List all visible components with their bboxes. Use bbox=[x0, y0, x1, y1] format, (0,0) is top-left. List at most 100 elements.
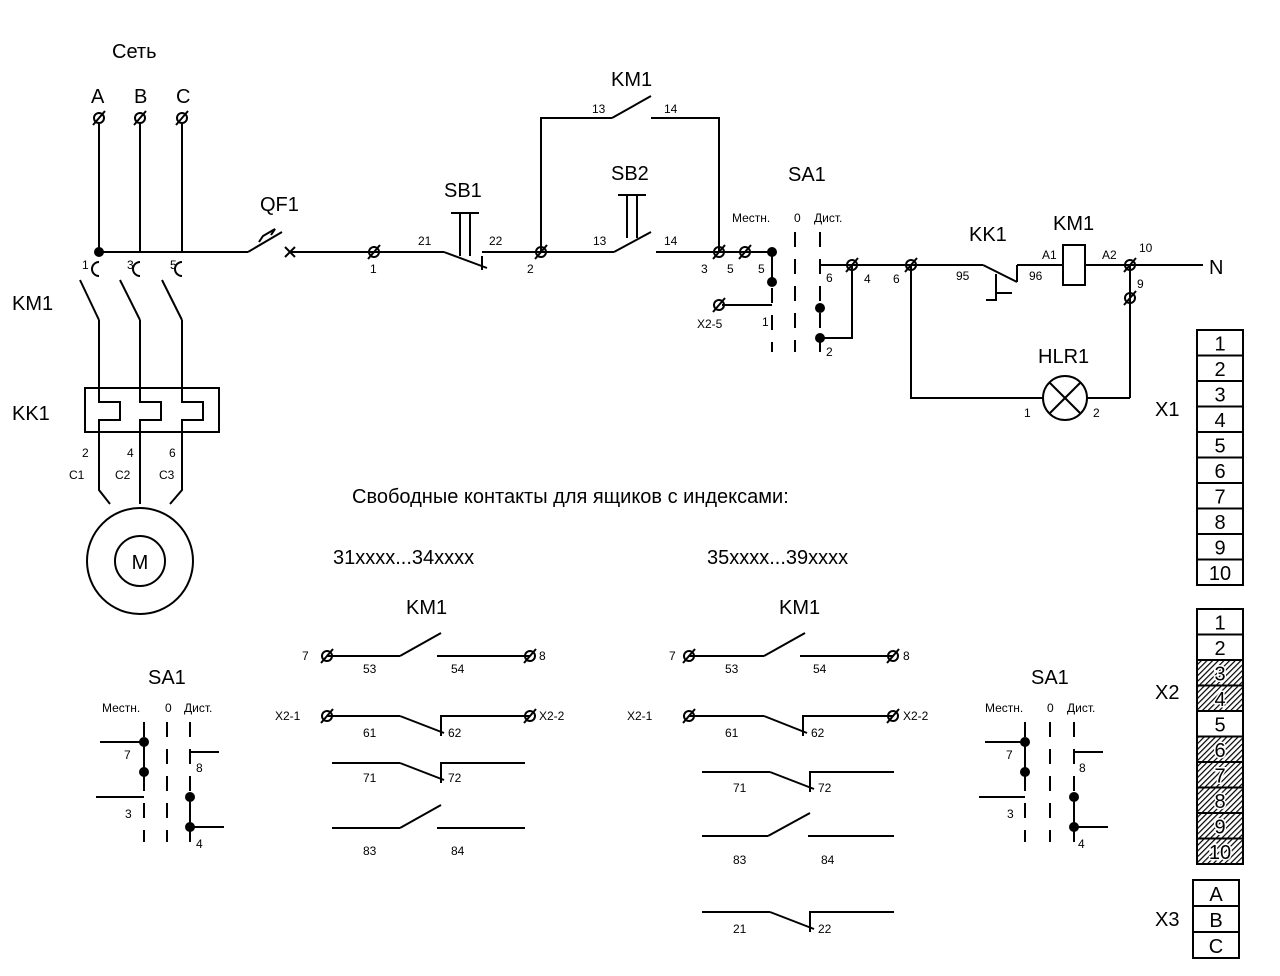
lamp-terminal: 2 bbox=[1093, 406, 1100, 420]
terminal-9 bbox=[1123, 290, 1137, 306]
terminal-cell bbox=[1196, 354, 1244, 382]
group-left-title: KM1 bbox=[406, 597, 447, 619]
motor-lead-wire bbox=[169, 432, 183, 505]
terminal-cell bbox=[1196, 482, 1244, 510]
phase-b-terminal bbox=[133, 110, 147, 126]
contact-number: 7 bbox=[1006, 748, 1013, 762]
sb2-label: SB2 bbox=[611, 163, 649, 185]
terminal-x2-2 bbox=[523, 708, 537, 724]
lamp-terminal: 1 bbox=[1024, 406, 1031, 420]
group-left-range: 31xxxx...34xxxx bbox=[333, 547, 474, 569]
lamp-wire bbox=[910, 265, 1043, 399]
terminal-cell bbox=[1196, 456, 1244, 484]
contact-number: 71 bbox=[733, 781, 747, 795]
contact-number: 62 bbox=[448, 726, 462, 740]
wire-number: 1 bbox=[370, 262, 377, 276]
stop-button-sb1 bbox=[443, 212, 488, 270]
contact-number: 83 bbox=[363, 844, 377, 858]
terminal-number: 5 bbox=[170, 258, 177, 272]
terminal-cell bbox=[1192, 905, 1240, 933]
km1-holding-wire bbox=[540, 117, 612, 252]
terminal-cell-label: 5 bbox=[1214, 436, 1225, 458]
phase-b-label: B bbox=[134, 86, 147, 108]
kk1-control-label: KK1 bbox=[969, 224, 1007, 246]
sa1-label: SA1 bbox=[788, 164, 826, 186]
motor-lead-label: C2 bbox=[115, 468, 131, 482]
terminal-8-label: 8 bbox=[903, 649, 910, 663]
terminal-cell-label: B bbox=[1209, 910, 1222, 932]
contact-number: 8 bbox=[1079, 761, 1086, 775]
contact-71-72 bbox=[769, 771, 815, 790]
network-title: Сеть bbox=[112, 41, 156, 63]
terminal-cell-label: C bbox=[1209, 936, 1223, 958]
fuse-symbol bbox=[132, 261, 141, 277]
wire-number: 2 bbox=[527, 262, 534, 276]
contact-number: 4 bbox=[196, 837, 203, 851]
km1-power-contact bbox=[119, 279, 141, 321]
terminal-cell bbox=[1196, 380, 1244, 408]
contact-number: 1 bbox=[762, 315, 769, 329]
wire-number: 6 bbox=[893, 272, 900, 286]
coil-terminal: A2 bbox=[1102, 248, 1117, 262]
power-circuit: Сеть A B C 1 3 5 KM1 KK1 2 4 6 bbox=[12, 41, 220, 615]
terminal-number: 1 bbox=[82, 258, 89, 272]
terminal-cell-label: 3 bbox=[1214, 385, 1225, 407]
terminal-block-x3-label: X3 bbox=[1155, 909, 1179, 931]
contact-number: 62 bbox=[811, 726, 825, 740]
output-number: 4 bbox=[127, 446, 134, 460]
contact-number: 61 bbox=[725, 726, 739, 740]
contact-number: 21 bbox=[418, 234, 432, 248]
coil-terminal: A1 bbox=[1042, 248, 1057, 262]
terminal-cell-label: 2 bbox=[1214, 359, 1225, 381]
contact-61-62 bbox=[399, 715, 445, 734]
terminal-cell-label: A bbox=[1209, 884, 1223, 906]
terminal-cell-label: 4 bbox=[1214, 689, 1225, 711]
terminal-cell bbox=[1196, 684, 1244, 712]
terminal-cell-label: 9 bbox=[1214, 538, 1225, 560]
terminal-cell-label: 4 bbox=[1214, 410, 1225, 432]
wire-number: 4 bbox=[864, 272, 871, 286]
sa1-position-zero: 0 bbox=[1047, 701, 1054, 715]
terminal-cell bbox=[1196, 533, 1244, 561]
output-number: 2 bbox=[82, 446, 89, 460]
terminal-cell bbox=[1196, 837, 1244, 865]
neutral-label: N bbox=[1209, 257, 1223, 279]
terminal-cell-label: 1 bbox=[1214, 613, 1225, 635]
terminal-cell bbox=[1196, 329, 1244, 357]
terminal-cell bbox=[1196, 735, 1244, 763]
terminal-cell bbox=[1196, 786, 1244, 814]
free-contacts-group-left: 31xxxx...34xxxx KM1 7 8 53 54 X2-1 X2-2 … bbox=[275, 547, 565, 858]
sa1-detail-right: SA1 Местн. 0 Дист. 7 8 3 4 bbox=[979, 667, 1108, 851]
terminal-4 bbox=[845, 257, 859, 273]
contact-83-84 bbox=[767, 812, 811, 837]
qf1-label: QF1 bbox=[260, 194, 299, 216]
terminal-cell bbox=[1196, 405, 1244, 433]
sa1-position-remote: Дист. bbox=[184, 701, 212, 715]
group-right-title: KM1 bbox=[779, 597, 820, 619]
wire-number: 5 bbox=[727, 262, 734, 276]
hlr1-label: HLR1 bbox=[1038, 346, 1089, 368]
terminal-x2-2-label: X2-2 bbox=[903, 709, 929, 723]
terminal-cell bbox=[1196, 507, 1244, 535]
contact-number: 71 bbox=[363, 771, 377, 785]
terminal-cell-label: 7 bbox=[1214, 766, 1225, 788]
terminal-3 bbox=[712, 244, 726, 260]
contact-number: 14 bbox=[664, 102, 678, 116]
terminal-cell bbox=[1196, 608, 1244, 636]
contact-number: 21 bbox=[733, 922, 747, 936]
phase-c-label: C bbox=[176, 86, 190, 108]
breaker-qf1 bbox=[247, 228, 296, 258]
terminal-x2-2 bbox=[886, 708, 900, 724]
contact-number: 13 bbox=[593, 234, 607, 248]
wire-number: 10 bbox=[1139, 241, 1153, 255]
sa1-position-local: Местн. bbox=[102, 701, 140, 715]
selector-switch-sa1 bbox=[712, 232, 853, 352]
km1-holding-label: KM1 bbox=[611, 69, 652, 91]
contact-71-72 bbox=[399, 762, 445, 781]
terminal-x2-2-label: X2-2 bbox=[539, 709, 565, 723]
motor-outer bbox=[86, 507, 194, 615]
contact-53-54 bbox=[763, 632, 806, 657]
contact-61-62 bbox=[802, 715, 893, 736]
km1-power-contact bbox=[161, 279, 183, 321]
motor-lead-label: C1 bbox=[69, 468, 85, 482]
